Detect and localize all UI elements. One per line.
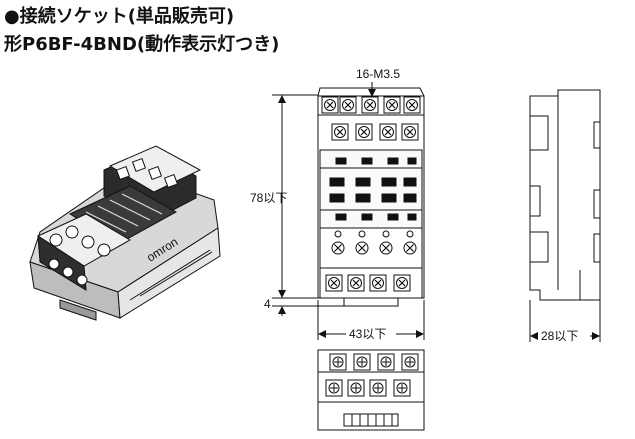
screw-spec-label: 16-M3.5	[356, 67, 400, 81]
socket-side-view	[529, 89, 601, 301]
terminal-markers	[334, 230, 414, 238]
model-title: 形P6BF-4BND(動作表示灯つき)	[4, 34, 280, 55]
section-title: ●接続ソケット(単品販売可)	[4, 6, 235, 27]
width-label: 43以下	[349, 327, 386, 341]
socket-isometric-view	[29, 145, 221, 321]
offset-label: 4	[264, 297, 271, 311]
depth-label-bg	[538, 329, 590, 343]
height-dimension	[272, 94, 344, 316]
width-label-bg	[346, 327, 396, 341]
socket-front-view	[317, 87, 425, 307]
height-label: 78以下	[250, 191, 287, 205]
depth-label: 28以下	[541, 329, 578, 343]
